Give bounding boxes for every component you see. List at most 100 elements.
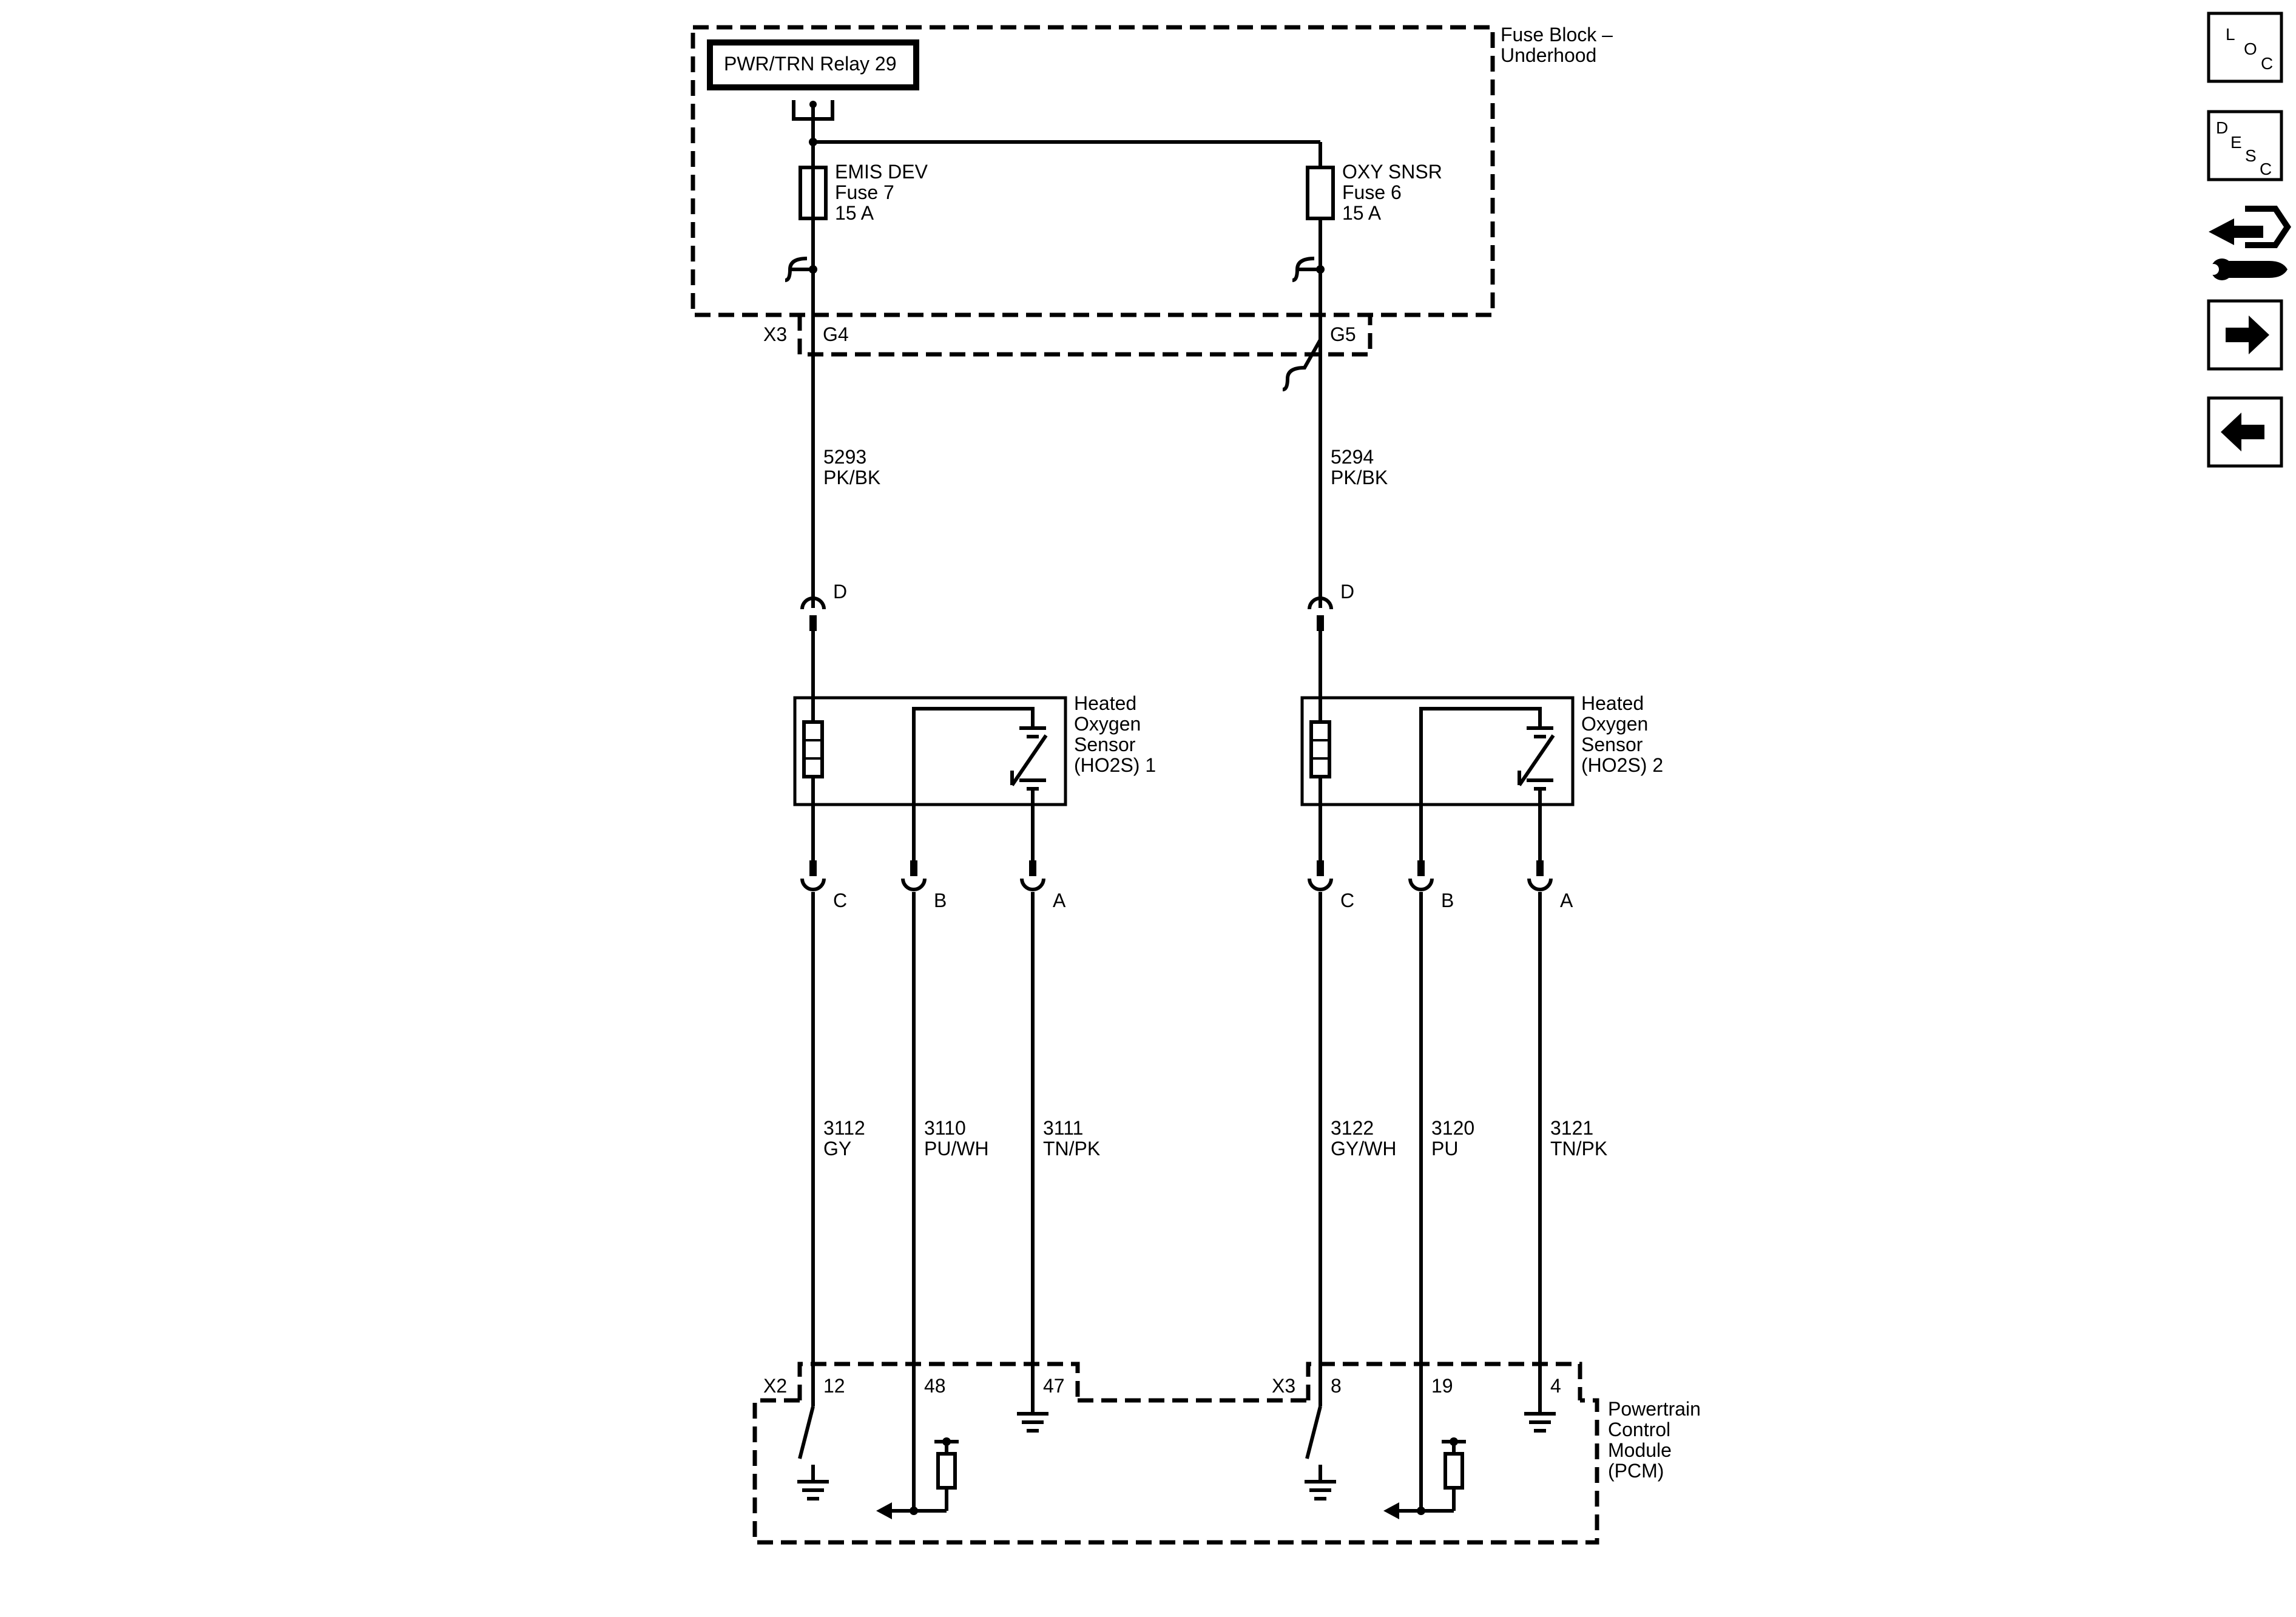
- fuse-block-title: Fuse Block –: [1501, 24, 1613, 46]
- wire-3120-color: PU: [1431, 1138, 1458, 1160]
- connector-repair-icon: [2208, 206, 2292, 280]
- variable-cell-icon: [1010, 734, 1048, 786]
- wire-3111-color: TN/PK: [1043, 1138, 1100, 1160]
- pcm-connectors: X2 X3 12 48 47 8 19 4: [763, 1362, 1582, 1400]
- sensor-2: Heated Oxygen Sensor (HO2S) 2: [1300, 692, 1663, 806]
- wire-3120-number: 3120: [1431, 1117, 1474, 1139]
- connector-a-icon: [1020, 878, 1045, 891]
- pin-g4: G4: [823, 323, 849, 345]
- nav-loc-button[interactable]: L O C: [2207, 12, 2283, 83]
- loc-icon: [2207, 12, 2283, 83]
- loc-letter-c: C: [2261, 54, 2273, 73]
- connector-x3-label: X3: [763, 323, 787, 345]
- connector-b-icon: [1408, 878, 1434, 891]
- desc-icon: [2207, 110, 2283, 181]
- fuse-6-icon: [1306, 166, 1335, 220]
- sensor-2-label-1: Heated: [1581, 692, 1644, 714]
- fuse-block: PWR/TRN Relay 29 Fuse Block – Underhood …: [690, 24, 1613, 317]
- resistor-icon: [936, 1452, 957, 1490]
- wire-5293-color: PK/BK: [823, 467, 880, 488]
- loc-letter-o: O: [2244, 39, 2257, 58]
- fuse-6-rating: 15 A: [1342, 202, 1382, 224]
- sensor-1-label-3: Sensor: [1074, 734, 1136, 755]
- relay-box: [707, 39, 919, 90]
- pcm-pin-19: 19: [1431, 1375, 1453, 1397]
- pcm-pin-47: 47: [1043, 1375, 1065, 1397]
- desc-letter-s: S: [2245, 146, 2257, 165]
- heater-element-icon: [802, 720, 824, 778]
- sensor-2-label-4: (HO2S) 2: [1581, 754, 1663, 776]
- wire-3122-color: GY/WH: [1331, 1138, 1396, 1160]
- sensor-1-label-4: (HO2S) 1: [1074, 754, 1156, 776]
- sensor-1-pin-b: B: [934, 890, 947, 911]
- relay-label: PWR/TRN Relay 29: [724, 53, 897, 75]
- switch-2-icon: [1305, 1406, 1322, 1459]
- connector-d2-icon: [1308, 596, 1333, 610]
- variable-cell-icon: [1518, 734, 1555, 786]
- switch-1-icon: [798, 1406, 815, 1459]
- wire-3122-number: 3122: [1331, 1117, 1374, 1139]
- pcm-pin-48: 48: [924, 1375, 946, 1397]
- desc-letter-c: C: [2260, 160, 2272, 178]
- fuse-block-subtitle: Underhood: [1501, 44, 1596, 66]
- sensor-2-pin-d: D: [1308, 581, 1354, 697]
- fuse-7-number: Fuse 7: [835, 181, 894, 203]
- fuse-7-name: EMIS DEV: [835, 161, 928, 183]
- pcm-module: Powertrain Control Module (PCM): [752, 1398, 1701, 1545]
- input-arrow-icon: [1383, 1502, 1399, 1519]
- loc-letter-l: L: [2226, 25, 2235, 44]
- resistor-icon: [1443, 1452, 1464, 1490]
- connector-d1-icon: [800, 596, 826, 610]
- pcm-connector-x2: X2: [763, 1375, 787, 1397]
- nav-connector-repair-button[interactable]: [2208, 206, 2292, 280]
- sensor-1-pins: C B A: [800, 805, 1066, 911]
- fuse-6-number: Fuse 6: [1342, 181, 1402, 203]
- sensor-2-pin-a: A: [1560, 890, 1573, 911]
- wire-3111-number: 3111: [1043, 1117, 1083, 1139]
- wire-3121-number: 3121: [1550, 1117, 1593, 1139]
- sensor-1-pin-d-label: D: [833, 581, 847, 603]
- connector-a-icon: [1527, 878, 1553, 891]
- pcm-label-2: Control: [1608, 1419, 1670, 1440]
- sensor-2-label-2: Oxygen: [1581, 713, 1648, 735]
- circuit-5293: 5293 PK/BK: [811, 269, 880, 608]
- wire-5294-color: PK/BK: [1331, 467, 1388, 488]
- connector-c-icon: [800, 878, 826, 891]
- fuse-block-connector: X3 G4 G5: [763, 315, 1373, 357]
- pcm-pin-4: 4: [1550, 1375, 1561, 1397]
- desc-letter-d: D: [2216, 118, 2228, 137]
- sensor-1-label-2: Oxygen: [1074, 713, 1141, 735]
- wire-5293-number: 5293: [823, 446, 866, 468]
- sensor-1-pin-a: A: [1053, 890, 1066, 911]
- pcm-label-4: (PCM): [1608, 1460, 1664, 1482]
- sensor-2-pin-d-label: D: [1340, 581, 1354, 603]
- nav-next-button[interactable]: [2207, 299, 2283, 371]
- desc-letter-e: E: [2230, 133, 2242, 152]
- g5-jumper-icon: [1282, 339, 1322, 391]
- sensor-2-pin-c: C: [1340, 890, 1354, 911]
- sensor-1-pin-c: C: [833, 890, 847, 911]
- fuse-6-name: OXY SNSR: [1342, 161, 1442, 183]
- sensor-1-label-1: Heated: [1074, 692, 1136, 714]
- nav-previous-button[interactable]: [2207, 396, 2283, 468]
- heater-element-icon: [1309, 720, 1331, 778]
- connector-c-icon: [1308, 878, 1333, 891]
- connector-b-icon: [901, 878, 927, 891]
- wire-3121-color: TN/PK: [1550, 1138, 1607, 1160]
- pcm-pin-12: 12: [823, 1375, 845, 1397]
- pcm-label-1: Powertrain: [1608, 1398, 1701, 1420]
- sensor-1: Heated Oxygen Sensor (HO2S) 1: [793, 692, 1156, 806]
- sensor-2-pins: C B A: [1308, 805, 1573, 911]
- circuit-5294: 5294 PK/BK: [1282, 269, 1388, 608]
- fuse-7-rating: 15 A: [835, 202, 874, 224]
- nav-desc-button[interactable]: D E S C: [2207, 110, 2283, 181]
- wire-3112-color: GY: [823, 1138, 851, 1160]
- wire-3110-color: PU/WH: [924, 1138, 989, 1160]
- lower-wires: 3112 GY 3110 PU/WH 3111 TN/PK 3122 GY/WH…: [811, 892, 1607, 1511]
- sensor-1-pin-d: D: [800, 581, 847, 697]
- sensor-2-pin-b: B: [1441, 890, 1454, 911]
- pin-g5: G5: [1330, 323, 1356, 345]
- pcm-label-3: Module: [1608, 1439, 1672, 1461]
- wire-3112-number: 3112: [823, 1117, 865, 1139]
